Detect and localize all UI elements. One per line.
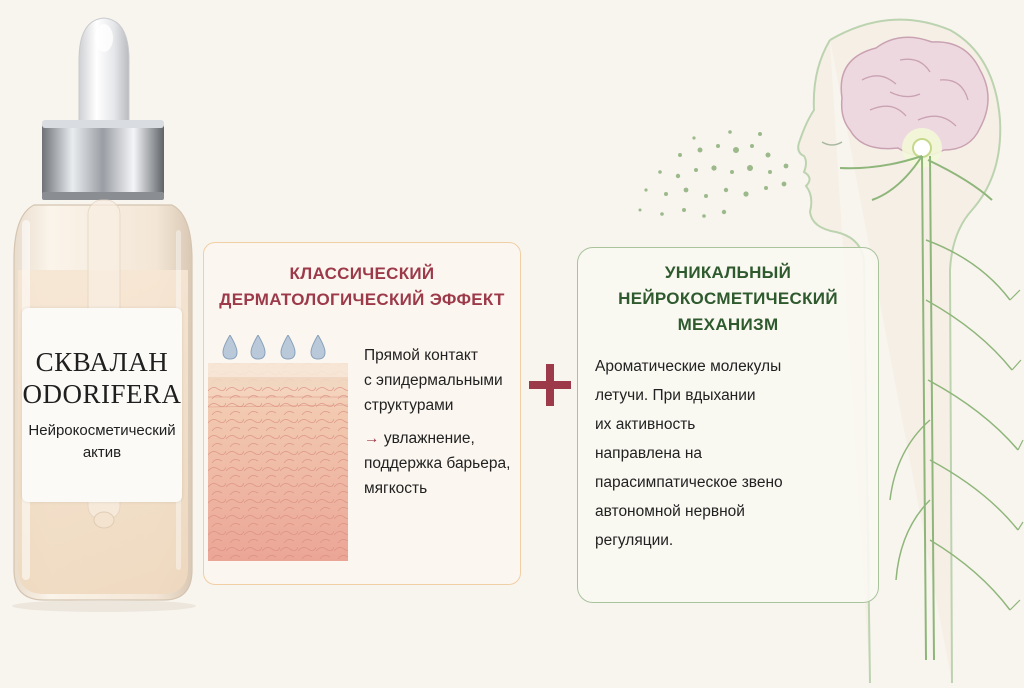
arrow-right-icon: → xyxy=(364,430,380,447)
derm-panel-title: КЛАССИЧЕСКИЙ ДЕРМАТОЛОГИЧЕСКИЙ ЭФФЕКТ xyxy=(204,261,520,313)
bottle-brand-line2: ODORIFERA xyxy=(22,379,182,409)
neuro-text-line: Ароматические молекулы xyxy=(595,358,782,375)
derm-text-line1: Прямой контакт xyxy=(364,347,478,364)
aroma-particles-icon xyxy=(638,130,789,218)
head-profile-icon xyxy=(797,18,1002,684)
skin-layers-icon xyxy=(208,335,349,561)
neuro-text-line: летучи. При вдыхании xyxy=(595,387,756,404)
neuro-panel-text: Ароматические молекулы летучи. При вдыха… xyxy=(595,352,865,555)
neuro-text-line: регуляции. xyxy=(595,532,674,549)
neuro-illustration xyxy=(600,0,1024,684)
neuro-text-line: автономной нервной xyxy=(595,503,745,520)
neuro-title-line2: НЕЙРОКОСМЕТИЧЕСКИЙ xyxy=(618,289,838,308)
bottle-subtitle-line1: Нейрокосметический xyxy=(28,422,176,439)
derm-text-line2: с эпидермальными xyxy=(364,372,503,389)
bottle-label: СКВАЛАН ODORIFERA Нейрокосметический акт… xyxy=(22,308,182,502)
derm-panel-text: Прямой контакт с эпидермальными структур… xyxy=(364,343,522,501)
neuro-text-line: парасимпатическое звено xyxy=(595,474,783,491)
bottle-subtitle-line2: актив xyxy=(82,444,122,461)
derm-result-line3: мягкость xyxy=(364,480,428,497)
derm-title-line2: ДЕРМАТОЛОГИЧЕСКИЙ ЭФФЕКТ xyxy=(219,290,505,309)
nerve-network-icon xyxy=(839,155,1024,661)
neuro-text-line: их активность xyxy=(595,416,696,433)
neuro-title-line3: МЕХАНИЗМ xyxy=(677,315,779,334)
bottle-brand-line1: СКВАЛАН xyxy=(35,347,169,377)
serum-bottle: СКВАЛАН ODORIFERA Нейрокосметический акт… xyxy=(0,0,200,683)
neuro-panel-title: УНИКАЛЬНЫЙ НЕЙРОКОСМЕТИЧЕСКИЙ МЕХАНИЗМ xyxy=(578,260,878,338)
derm-result-line2: поддержка барьера, xyxy=(364,455,511,472)
dermatology-panel: КЛАССИЧЕСКИЙ ДЕРМАТОЛОГИЧЕСКИЙ ЭФФЕКТ xyxy=(203,242,521,585)
derm-text-line3: структурами xyxy=(364,397,454,414)
neurocosmetic-panel: УНИКАЛЬНЫЙ НЕЙРОКОСМЕТИЧЕСКИЙ МЕХАНИЗМ А… xyxy=(577,247,879,603)
brain-icon xyxy=(840,36,989,157)
derm-result-line1: увлажнение, xyxy=(383,430,475,447)
neuro-text-line: направлена на xyxy=(595,445,703,462)
derm-title-line1: КЛАССИЧЕСКИЙ xyxy=(289,264,435,283)
neuro-title-line1: УНИКАЛЬНЫЙ xyxy=(664,263,792,282)
plus-icon xyxy=(527,362,573,408)
